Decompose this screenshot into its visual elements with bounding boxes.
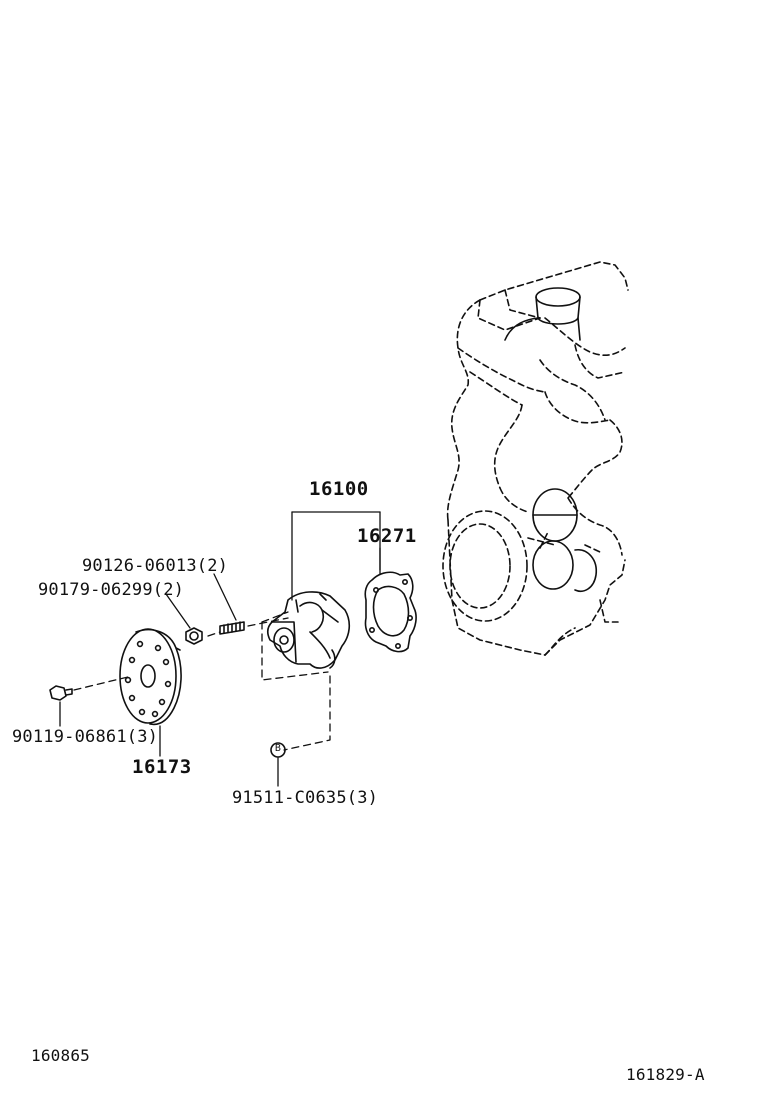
part-label-91511-C0635: 91511-C0635(3) [232, 788, 379, 808]
illustration-code-right: 161829-A [626, 1065, 705, 1084]
marker-b-letter: B [274, 743, 282, 754]
part-label-90126-06013: 90126-06013(2) [82, 556, 229, 576]
leader-lines [59, 511, 381, 787]
engine-block-outline [446, 261, 629, 656]
illustration-code-left: 160865 [31, 1046, 90, 1065]
marker-b-circle [270, 742, 286, 758]
part-label-90119-06861: 90119-06861(3) [12, 727, 159, 747]
nut-drawing [185, 627, 203, 645]
water-pump-phantom-lines [261, 611, 331, 751]
assembly-axis-lines [73, 617, 289, 691]
part-label-16100: 16100 [309, 478, 369, 500]
part-label-90179-06299: 90179-06299(2) [38, 580, 185, 600]
pulley-bolt-drawing [49, 685, 73, 701]
part-label-16173: 16173 [132, 756, 192, 778]
engine-bore-outlines [532, 488, 598, 592]
gasket-drawing [364, 571, 417, 653]
pulley-drawing [119, 628, 182, 726]
engine-crank-pulley-outline [442, 510, 528, 622]
stud-bolt-drawing [219, 621, 245, 635]
part-label-16271: 16271 [357, 525, 417, 547]
engine-filler-neck [504, 287, 581, 341]
water-pump-drawing [267, 591, 351, 669]
